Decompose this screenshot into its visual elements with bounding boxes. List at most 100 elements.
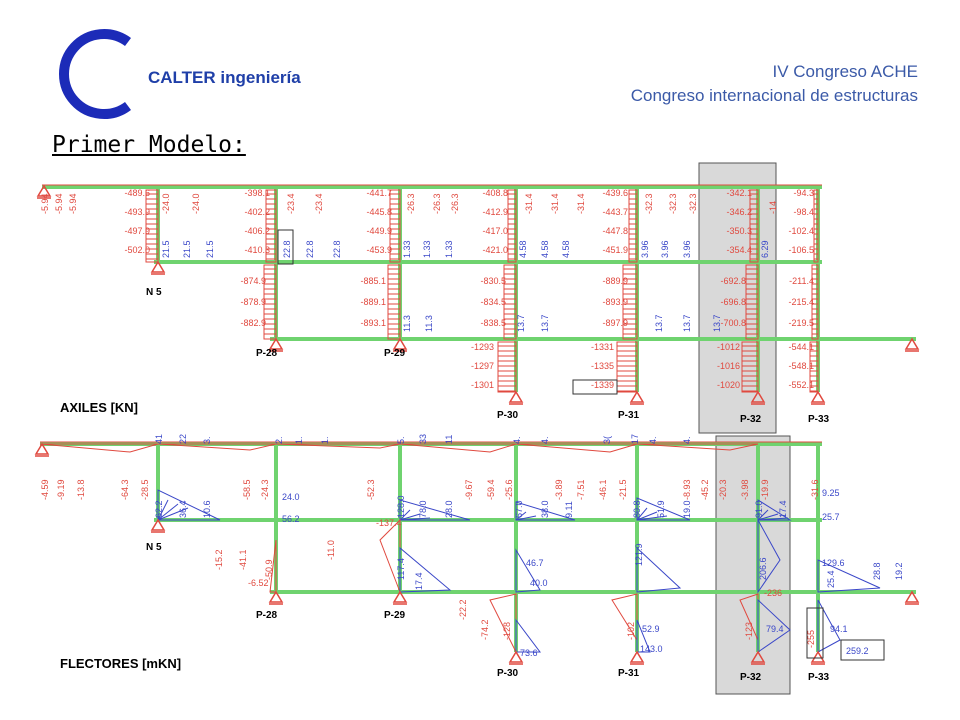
axial-value: -408.8: [482, 188, 508, 198]
moment-value: -11.0: [326, 540, 336, 560]
moment-hatch-line: [157, 499, 169, 521]
moment-value: 2.: [274, 436, 284, 444]
selection-box-moment-value: [840, 639, 885, 661]
axial-value: -31.4: [550, 193, 560, 214]
moment-value: 129.6: [822, 558, 845, 568]
moment-area: [515, 548, 541, 593]
moment-value: 62.2: [154, 500, 164, 518]
axial-pillar-label: P-30: [497, 410, 519, 421]
moment-value: 19.0: [682, 500, 692, 518]
moment-value: 3.: [202, 436, 212, 444]
support-icon: [36, 184, 52, 197]
moment-value: 5.: [396, 436, 406, 444]
moment-diagram: [39, 441, 881, 653]
axial-block: [616, 341, 638, 393]
axial-value: 3.96: [640, 240, 650, 258]
axial-value: -32.3: [688, 193, 698, 214]
moment-value: 17: [630, 434, 640, 444]
moment-value: -46.1: [598, 479, 608, 500]
axial-block: [507, 189, 517, 263]
axial-value: 11.3: [402, 315, 412, 332]
axial-value: 22.8: [305, 240, 315, 258]
axial-value: -1301: [471, 380, 494, 390]
axial-value: 13.7: [712, 314, 722, 332]
axial-value: -878.9: [240, 297, 266, 307]
moment-value: -255: [806, 630, 816, 648]
axial-value: -215.4: [788, 297, 814, 307]
moment-hatch-line: [636, 507, 648, 521]
calter-logo-icon: [59, 29, 131, 119]
moment-value: 22: [178, 434, 188, 444]
moment-value: 10.6: [202, 500, 212, 518]
moment-value: -45.2: [700, 479, 710, 500]
axial-value: -834.5: [480, 297, 506, 307]
moment-node-label: N 5: [146, 542, 162, 553]
support-icon: [750, 390, 766, 403]
axial-value: -5.94: [40, 193, 50, 214]
moment-value: 36.4: [178, 500, 188, 518]
moment-area: [757, 598, 791, 653]
axial-value: -23.4: [314, 193, 324, 214]
company-name: CALTER ingeniería: [148, 68, 301, 87]
moment-hatch-line: [636, 515, 668, 521]
axial-pillar-label: P-28: [256, 348, 278, 359]
support-icon: [629, 390, 645, 403]
moment-value: 4.: [512, 436, 522, 444]
support-icon: [904, 337, 920, 350]
moment-value: -25.6: [504, 479, 514, 500]
moment-value: 25.7: [822, 512, 840, 522]
moment-value: -41.1: [238, 549, 248, 570]
moment-value: -64.3: [120, 479, 130, 500]
moment-value: 25.4: [826, 570, 836, 588]
moment-value: 117.4: [396, 558, 406, 580]
moment-value: 24.0: [282, 492, 300, 502]
moment-value: 9.11: [564, 501, 574, 518]
support-icon: [150, 518, 166, 531]
axial-block: [389, 189, 401, 263]
moment-area: [757, 519, 781, 594]
moment-value: 1.: [294, 436, 304, 444]
axial-value: -493.9: [124, 207, 150, 217]
moment-area: [515, 443, 638, 453]
axial-value: -102.4: [788, 226, 814, 236]
axial-value: -23.4: [286, 193, 296, 214]
axial-value: -838.5: [480, 318, 506, 328]
axial-block: [745, 264, 759, 340]
axial-value: -441.7: [366, 188, 392, 198]
axial-value: -354.4: [726, 245, 752, 255]
moment-area: [379, 518, 401, 593]
axial-value: -897.9: [602, 318, 628, 328]
axial-value: -31.4: [524, 193, 534, 214]
moment-value: -7.51: [576, 479, 586, 500]
moment-value: -22.2: [458, 599, 468, 620]
axial-value: -402.2: [244, 207, 270, 217]
axial-value: -406.2: [244, 226, 270, 236]
moment-value: -28.5: [140, 479, 150, 500]
axial-value: -893.9: [602, 297, 628, 307]
moment-value: 128.0: [396, 495, 406, 518]
axial-block: [749, 189, 759, 263]
axial-value: 1.33: [422, 240, 432, 258]
axial-value: 13.7: [682, 314, 692, 332]
axial-value: -489.6: [124, 188, 150, 198]
axial-value: -346.2: [726, 207, 752, 217]
axial-pillar-label: P-29: [384, 348, 406, 359]
axial-value: -889.1: [360, 297, 386, 307]
moment-hatch-line: [399, 517, 431, 521]
axial-value: -1339: [591, 380, 614, 390]
support-icon: [508, 390, 524, 403]
support-icon: [508, 650, 524, 663]
axial-block: [387, 264, 401, 340]
axial-value: -439.6: [602, 188, 628, 198]
moment-hatch-line: [157, 503, 179, 521]
support-icon: [810, 650, 826, 663]
axial-value: 6.29: [760, 240, 770, 258]
axial-block: [809, 341, 819, 393]
axial-value: -5.94: [54, 193, 64, 214]
axial-value: -893.1: [360, 318, 386, 328]
supports: [34, 184, 920, 665]
axial-node-label: N 5: [146, 287, 162, 298]
axial-value: -94.3: [793, 188, 814, 198]
moment-value: -236: [764, 588, 782, 598]
moment-pillar-label: P-30: [497, 668, 519, 679]
